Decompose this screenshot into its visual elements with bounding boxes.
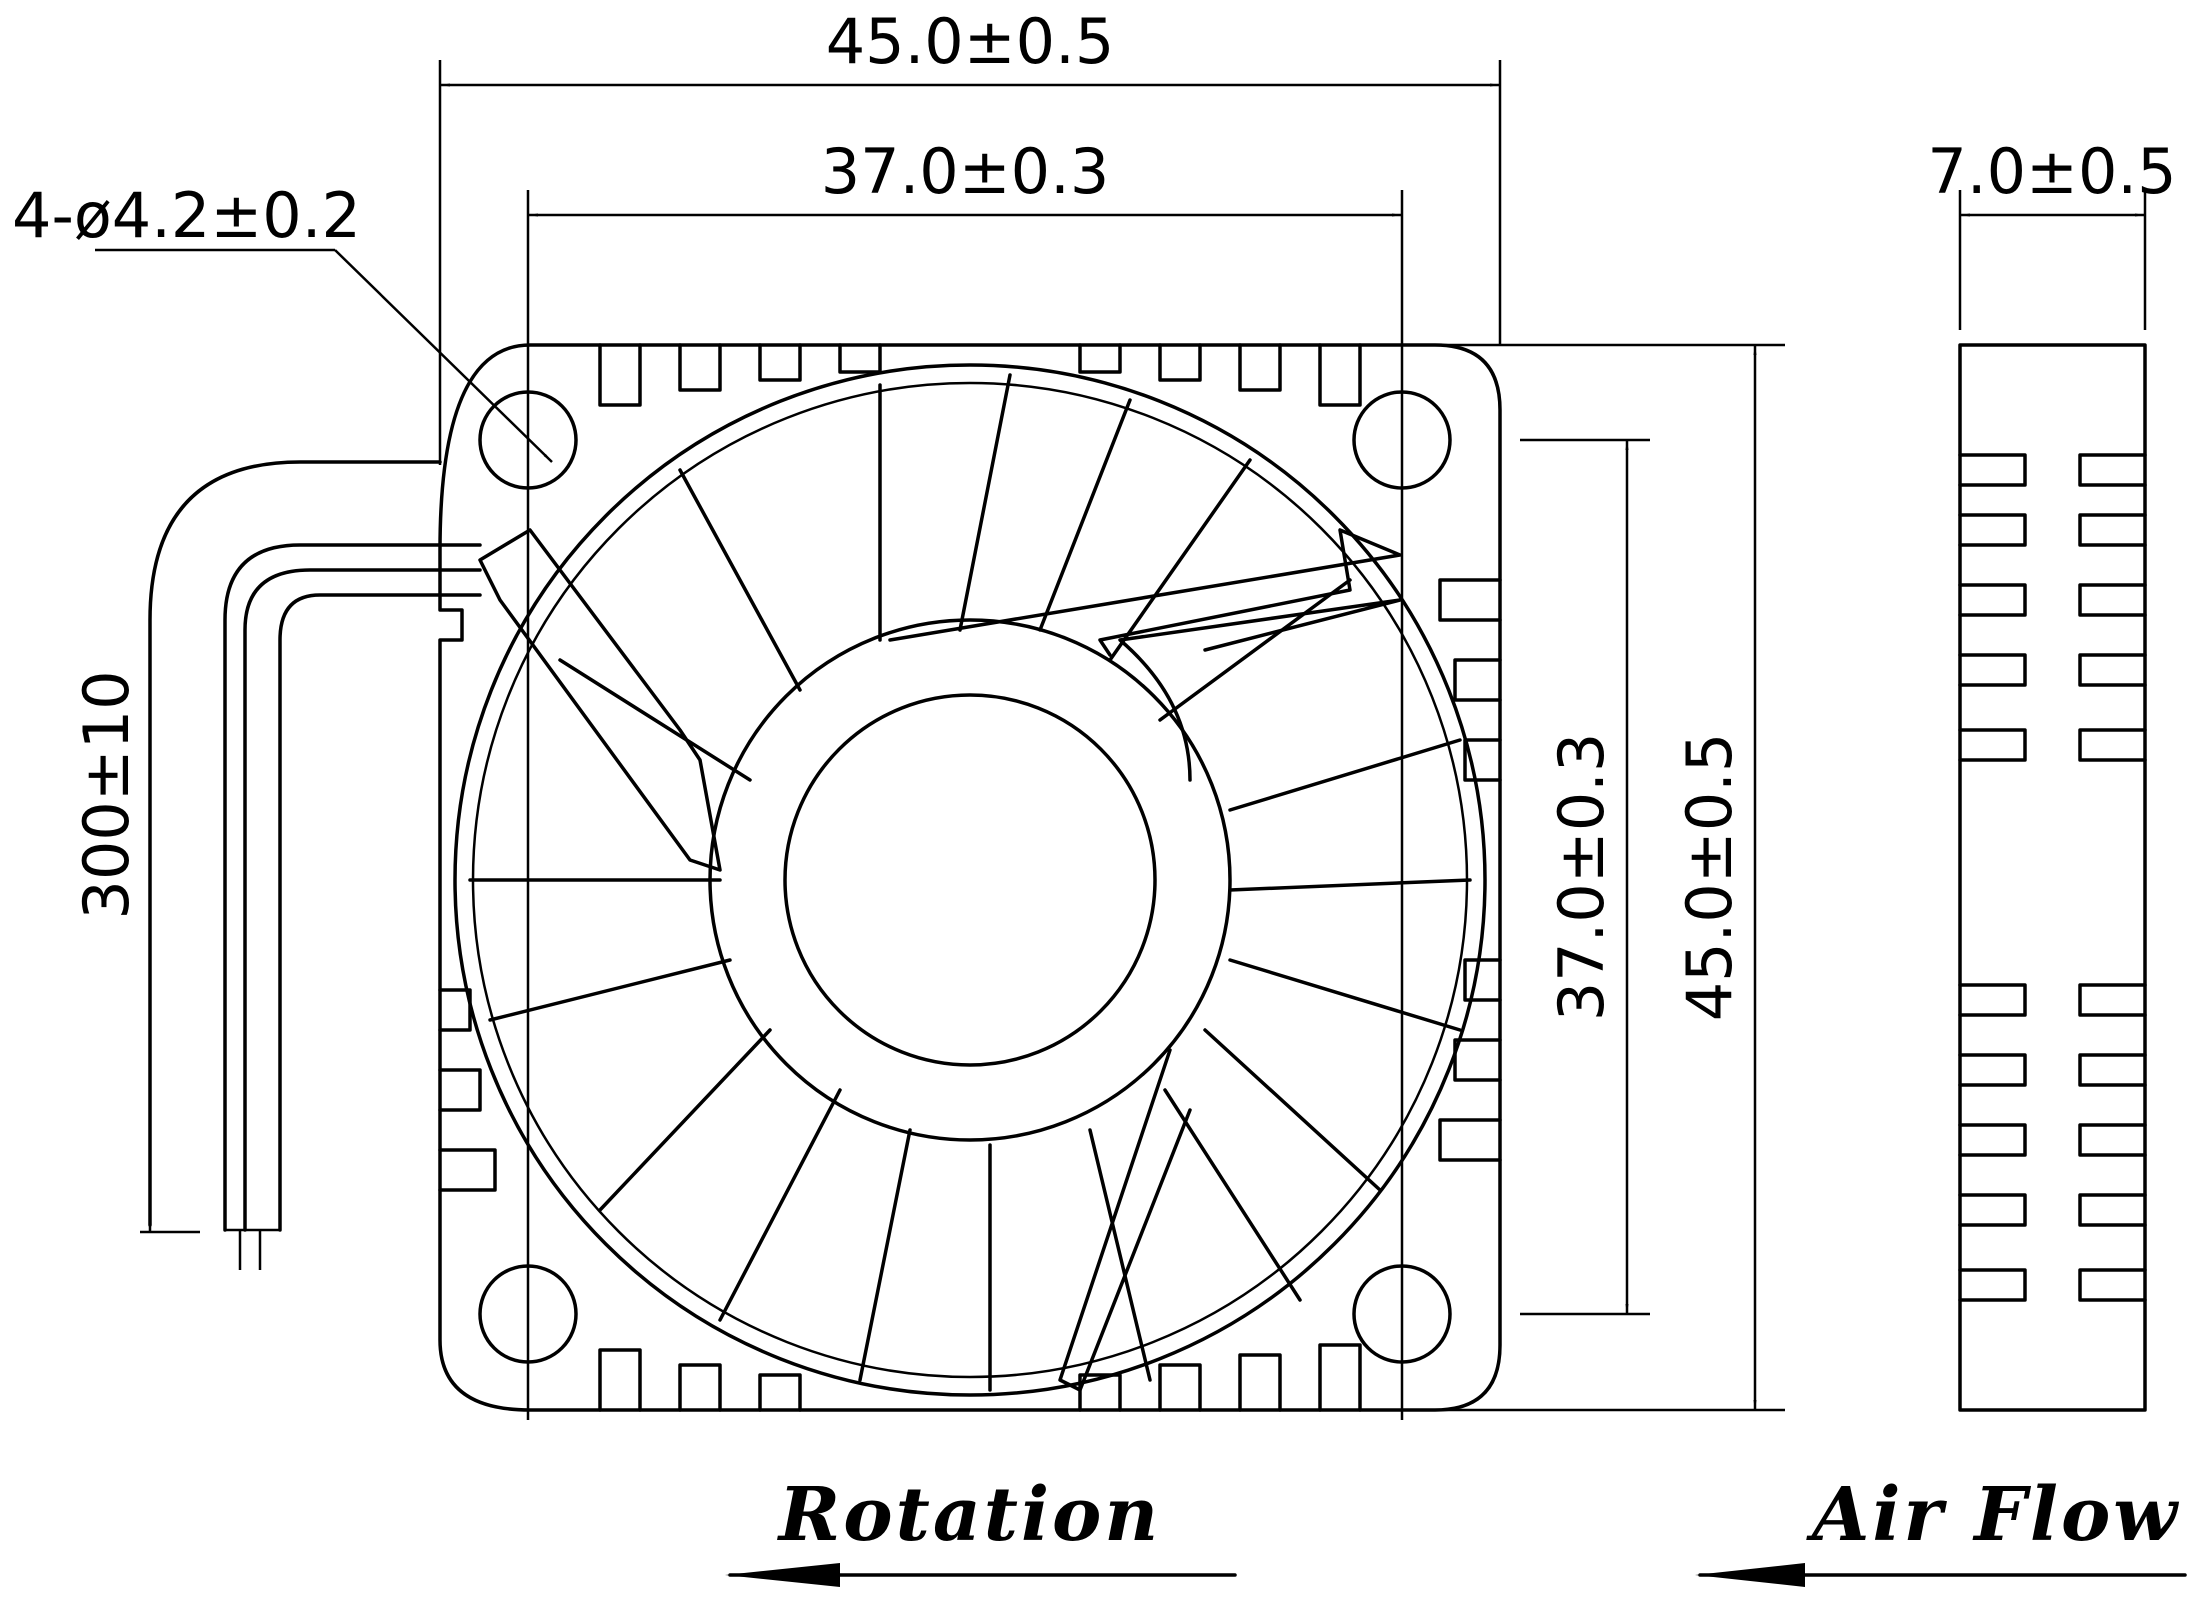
mounting-holes [478,390,1452,1364]
airflow-indicator: Air Flow [1695,1472,2187,1587]
dimension-mounting-holes: 4-ø4.2±0.2 [12,179,553,463]
side-view-slots-right [2078,453,2147,1302]
dimension-hole-spacing-width: 37.0±0.3 [526,135,1404,1420]
cable-wire-1 [223,543,482,1232]
dimension-hole-spacing-height: 37.0±0.3 [1520,438,1650,1316]
rotation-label: Rotation [777,1472,1161,1558]
spoke-bottom [1058,1048,1192,1392]
frame-fins-left [438,988,497,1192]
dimension-overall-height: 45.0±0.5 [1430,343,1785,1412]
fan-side-view [1958,343,2147,1412]
airflow-arrow-head [1695,1563,1805,1587]
dim-hole-spacing-height-text: 37.0±0.3 [1545,733,1618,1022]
impeller-blades [468,373,1472,1392]
frame-fins-right [1438,578,1502,1162]
dim-hole-spacing-width-text: 37.0±0.3 [821,135,1110,208]
frame-fins-top [598,343,1362,407]
side-view-slots-left [1958,453,2027,1302]
fan-frame-outline [438,343,1502,1412]
dim-mounting-holes-text: 4-ø4.2±0.2 [12,179,361,252]
dimension-overall-width: 45.0±0.5 [438,5,1502,465]
hub-outer [708,618,1232,1142]
spoke-cable-channel [478,528,722,872]
dimension-cable-length: 300±10 [70,670,200,1234]
side-view-outline [1958,343,2147,1412]
rotation-indicator: Rotation [725,1472,1237,1587]
fan-front-view [148,343,1502,1412]
air-flow-label: Air Flow [1806,1472,2180,1558]
hub-inner [783,693,1157,1067]
dim-thickness-text: 7.0±0.5 [1927,135,2176,208]
rotation-arrow-head [725,1563,840,1587]
dim-overall-width-text: 45.0±0.5 [826,5,1115,78]
spoke-right [1118,598,1402,782]
cable-outer [148,460,442,1227]
dim-cable-length-text: 300±10 [70,670,143,919]
cable-wire-3 [278,593,482,1232]
dim-overall-height-text: 45.0±0.5 [1673,733,1746,1022]
frame-fins-bottom [598,1343,1362,1412]
dimension-thickness: 7.0±0.5 [1927,135,2177,330]
cable-wire-2 [243,568,482,1232]
spoke-top [888,528,1402,657]
impeller-ring-outer [453,363,1487,1397]
